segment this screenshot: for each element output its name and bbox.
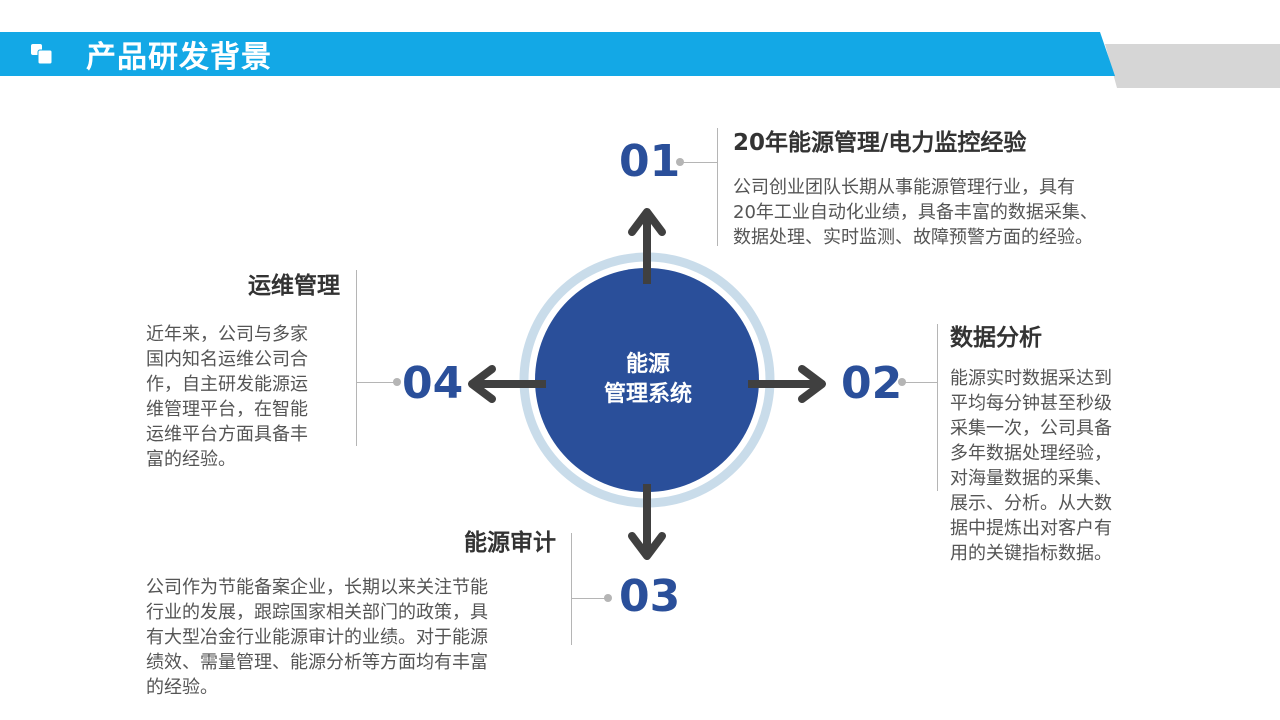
item-number-03: 03 [619, 571, 681, 622]
header-gray-tab [1105, 44, 1280, 88]
item-text-04-line: 作，自主研发能源运 [146, 374, 308, 395]
item-text-01-line: 20年工业自动化业绩，具备丰富的数据采集、 [733, 202, 1098, 223]
header-blue-band [0, 32, 1115, 76]
header-squares-icon [31, 44, 53, 65]
item-text-02-line: 采集一次，公司具备 [950, 418, 1112, 439]
connector-03 [571, 598, 608, 599]
item-text-02-line: 能源实时数据采达到 [950, 368, 1112, 389]
header-bar [0, 32, 1280, 88]
divider-01 [717, 128, 718, 246]
item-number-02: 02 [841, 358, 903, 409]
item-number-01: 01 [619, 136, 681, 187]
item-text-02-line: 多年数据处理经验， [950, 443, 1112, 464]
item-text-03: 公司作为节能备案企业，长期以来关注节能 行业的发展，跟踪国家相关部门的政策，具 … [146, 575, 488, 700]
item-text-02-line: 平均每分钟甚至秒级 [950, 393, 1112, 414]
item-text-04-line: 维管理平台，在智能 [146, 399, 308, 420]
arrow-up-icon [628, 208, 666, 284]
page-title: 产品研发背景 [86, 40, 272, 75]
item-text-03-line: 行业的发展，跟踪国家相关部门的政策，具 [146, 602, 488, 623]
item-title-04: 运维管理 [248, 273, 340, 299]
item-title-01: 20年能源管理/电力监控经验 [733, 130, 1027, 156]
item-text-04-line: 近年来，公司与多家 [146, 324, 308, 345]
item-text-04-line: 富的经验。 [146, 449, 236, 470]
item-title-02: 数据分析 [950, 325, 1042, 351]
item-text-02-line: 对海量数据的采集、 [950, 468, 1112, 489]
item-text-04: 近年来，公司与多家 国内知名运维公司合 作，自主研发能源运 维管理平台，在智能 … [146, 322, 308, 472]
connector-dot-01 [676, 158, 684, 166]
divider-03 [571, 533, 572, 645]
center-label-line1: 能源 [625, 352, 670, 377]
item-text-03-line: 的经验。 [146, 677, 218, 698]
arrow-left-icon [468, 365, 546, 403]
connector-04 [357, 382, 397, 383]
item-text-03-line: 有大型冶金行业能源审计的业绩。对于能源 [146, 627, 488, 648]
center-label: 能源 管理系统 [560, 350, 736, 410]
divider-04 [356, 270, 357, 446]
item-text-01-line: 公司创业团队长期从事能源管理行业，具有 [733, 177, 1075, 198]
connector-dot-04 [393, 378, 401, 386]
item-text-02-line: 据中提炼出对客户有 [950, 518, 1112, 539]
item-title-03: 能源审计 [464, 530, 556, 556]
connector-02 [902, 382, 938, 383]
arrow-down-icon [628, 484, 666, 560]
item-text-02: 能源实时数据采达到 平均每分钟甚至秒级 采集一次，公司具备 多年数据处理经验， … [950, 366, 1112, 566]
item-text-01-line: 数据处理、实时监测、故障预警方面的经验。 [733, 227, 1093, 248]
item-text-03-line: 公司作为节能备案企业，长期以来关注节能 [146, 577, 488, 598]
item-text-03-line: 绩效、需量管理、能源分析等方面均有丰富 [146, 652, 488, 673]
center-circle [535, 268, 759, 492]
connector-01 [680, 162, 718, 163]
divider-02 [937, 324, 938, 491]
connector-dot-03 [604, 594, 612, 602]
center-label-line2: 管理系统 [603, 382, 692, 407]
item-text-02-line: 用的关键指标数据。 [950, 543, 1112, 564]
item-text-04-line: 国内知名运维公司合 [146, 349, 308, 370]
item-number-04: 04 [402, 358, 464, 409]
item-text-04-line: 运维平台方面具备丰 [146, 424, 308, 445]
item-text-01: 公司创业团队长期从事能源管理行业，具有 20年工业自动化业绩，具备丰富的数据采集… [733, 175, 1098, 250]
item-text-02-line: 展示、分析。从大数 [950, 493, 1112, 514]
arrow-right-icon [748, 365, 826, 403]
connector-dot-02 [898, 378, 906, 386]
